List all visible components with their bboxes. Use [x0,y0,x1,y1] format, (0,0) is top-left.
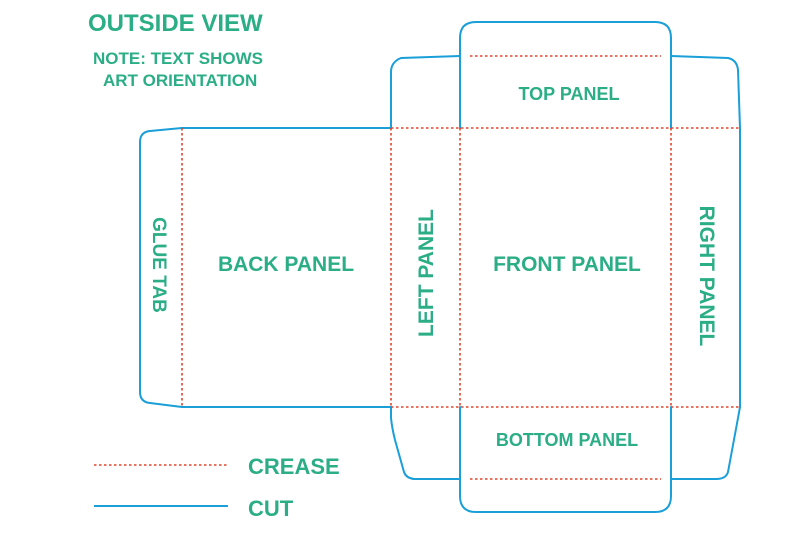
back-panel-label: BACK PANEL [218,253,354,276]
bottom-panel-label: BOTTOM PANEL [496,430,638,450]
crease-lines [181,55,740,480]
legend-cut-label: CUT [248,496,294,521]
legend: CREASE CUT [94,454,340,521]
cut-lines [139,21,741,513]
glue-tab-label: GLUE TAB [148,217,169,313]
top-tuck-outline [459,21,672,57]
glue-tab-outline [139,127,183,408]
right-bottom-flap-outline [670,406,741,480]
top-panel-label: TOP PANEL [518,84,619,104]
diagram-title: OUTSIDE VIEW [88,10,263,37]
left-top-flap-outline [390,55,461,129]
left-panel-label: LEFT PANEL [415,209,438,337]
right-top-flap-outline [670,55,741,129]
bottom-tuck-outline [459,478,672,513]
legend-crease-label: CREASE [248,454,340,479]
note-line-1: NOTE: TEXT SHOWS [93,49,263,68]
right-panel-label: RIGHT PANEL [695,206,718,347]
left-bottom-flap-outline [390,406,461,480]
front-panel-label: FRONT PANEL [493,253,641,276]
note-line-2: ART ORIENTATION [103,71,257,90]
